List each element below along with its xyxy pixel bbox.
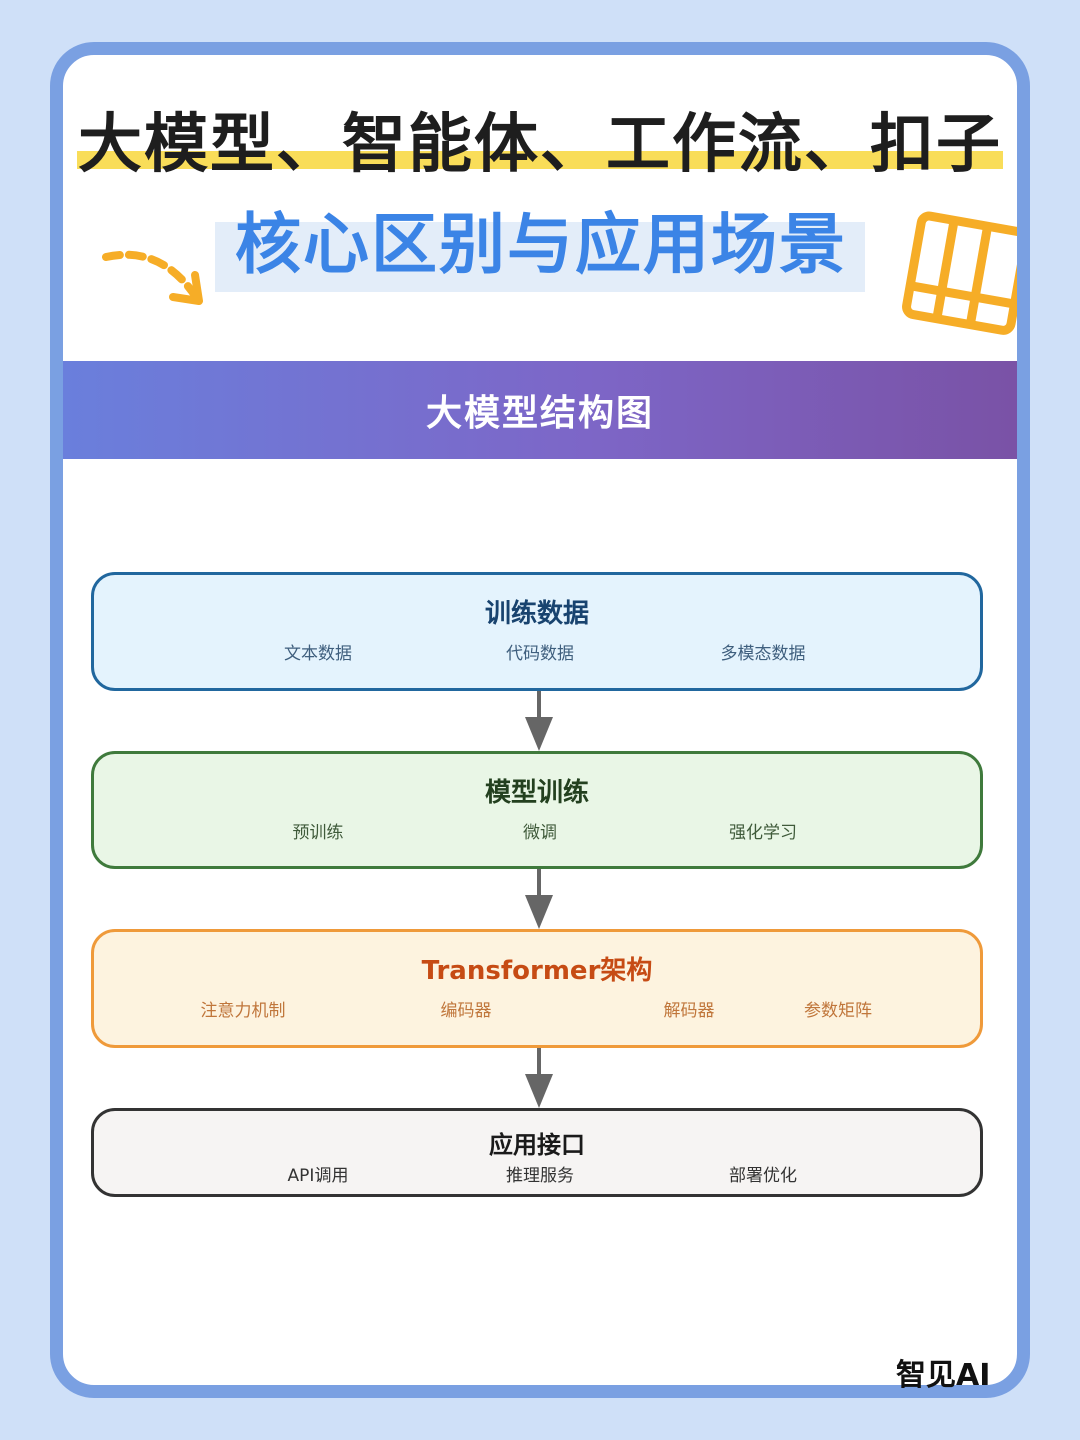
layer-training-data: 训练数据 文本数据 代码数据 多模态数据	[91, 572, 983, 691]
layer-item: 多模态数据	[720, 644, 806, 664]
layer-item: 参数矩阵	[804, 1001, 872, 1021]
layer-item: 文本数据	[284, 644, 352, 664]
layer-transformer: Transformer架构 注意力机制 编码器 解码器 参数矩阵	[91, 929, 983, 1048]
layer-app-interface: 应用接口 API调用 推理服务 部署优化	[91, 1108, 983, 1197]
layer-item: API调用	[287, 1166, 349, 1186]
layer-item: 预训练	[292, 823, 344, 843]
layer-title: 模型训练	[484, 778, 589, 808]
layer-title: Transformer架构	[421, 956, 653, 986]
film-frame-icon	[902, 211, 1017, 335]
layer-item: 解码器	[663, 1001, 715, 1021]
arrow-down-icon	[525, 869, 553, 929]
curved-arrow-icon	[102, 250, 203, 305]
layer-item: 代码数据	[506, 644, 574, 664]
layer-item: 编码器	[440, 1001, 492, 1021]
blue-highlight	[215, 222, 865, 292]
layer-item: 部署优化	[729, 1166, 797, 1186]
brand-logo: 智见AI	[896, 1358, 991, 1393]
arrow-down-icon	[525, 1048, 553, 1108]
main-title: 大模型、智能体、工作流、扣子	[78, 108, 1002, 182]
layer-item: 强化学习	[729, 823, 797, 843]
banner-title: 大模型结构图	[425, 393, 654, 434]
title-line-1: 大模型、智能体、工作流、扣子	[63, 105, 1017, 185]
layer-item: 注意力机制	[200, 1001, 286, 1021]
layer-item: 推理服务	[506, 1166, 574, 1186]
layer-title: 应用接口	[489, 1131, 585, 1159]
sub-title: 核心区别与应用场景	[235, 206, 847, 283]
title-line-2: 核心区别与应用场景	[215, 200, 867, 292]
arrow-down-icon	[525, 691, 553, 751]
layer-model-training: 模型训练 预训练 微调 强化学习	[91, 751, 983, 869]
layer-item: 微调	[523, 823, 557, 843]
layer-title: 训练数据	[484, 599, 589, 629]
poster-card: 大模型、智能体、工作流、扣子 核心区别与应用场景 大模型结构图 训练数据 文本数…	[50, 42, 1030, 1398]
yellow-highlight	[77, 151, 1003, 169]
section-banner: 大模型结构图	[63, 361, 1017, 459]
